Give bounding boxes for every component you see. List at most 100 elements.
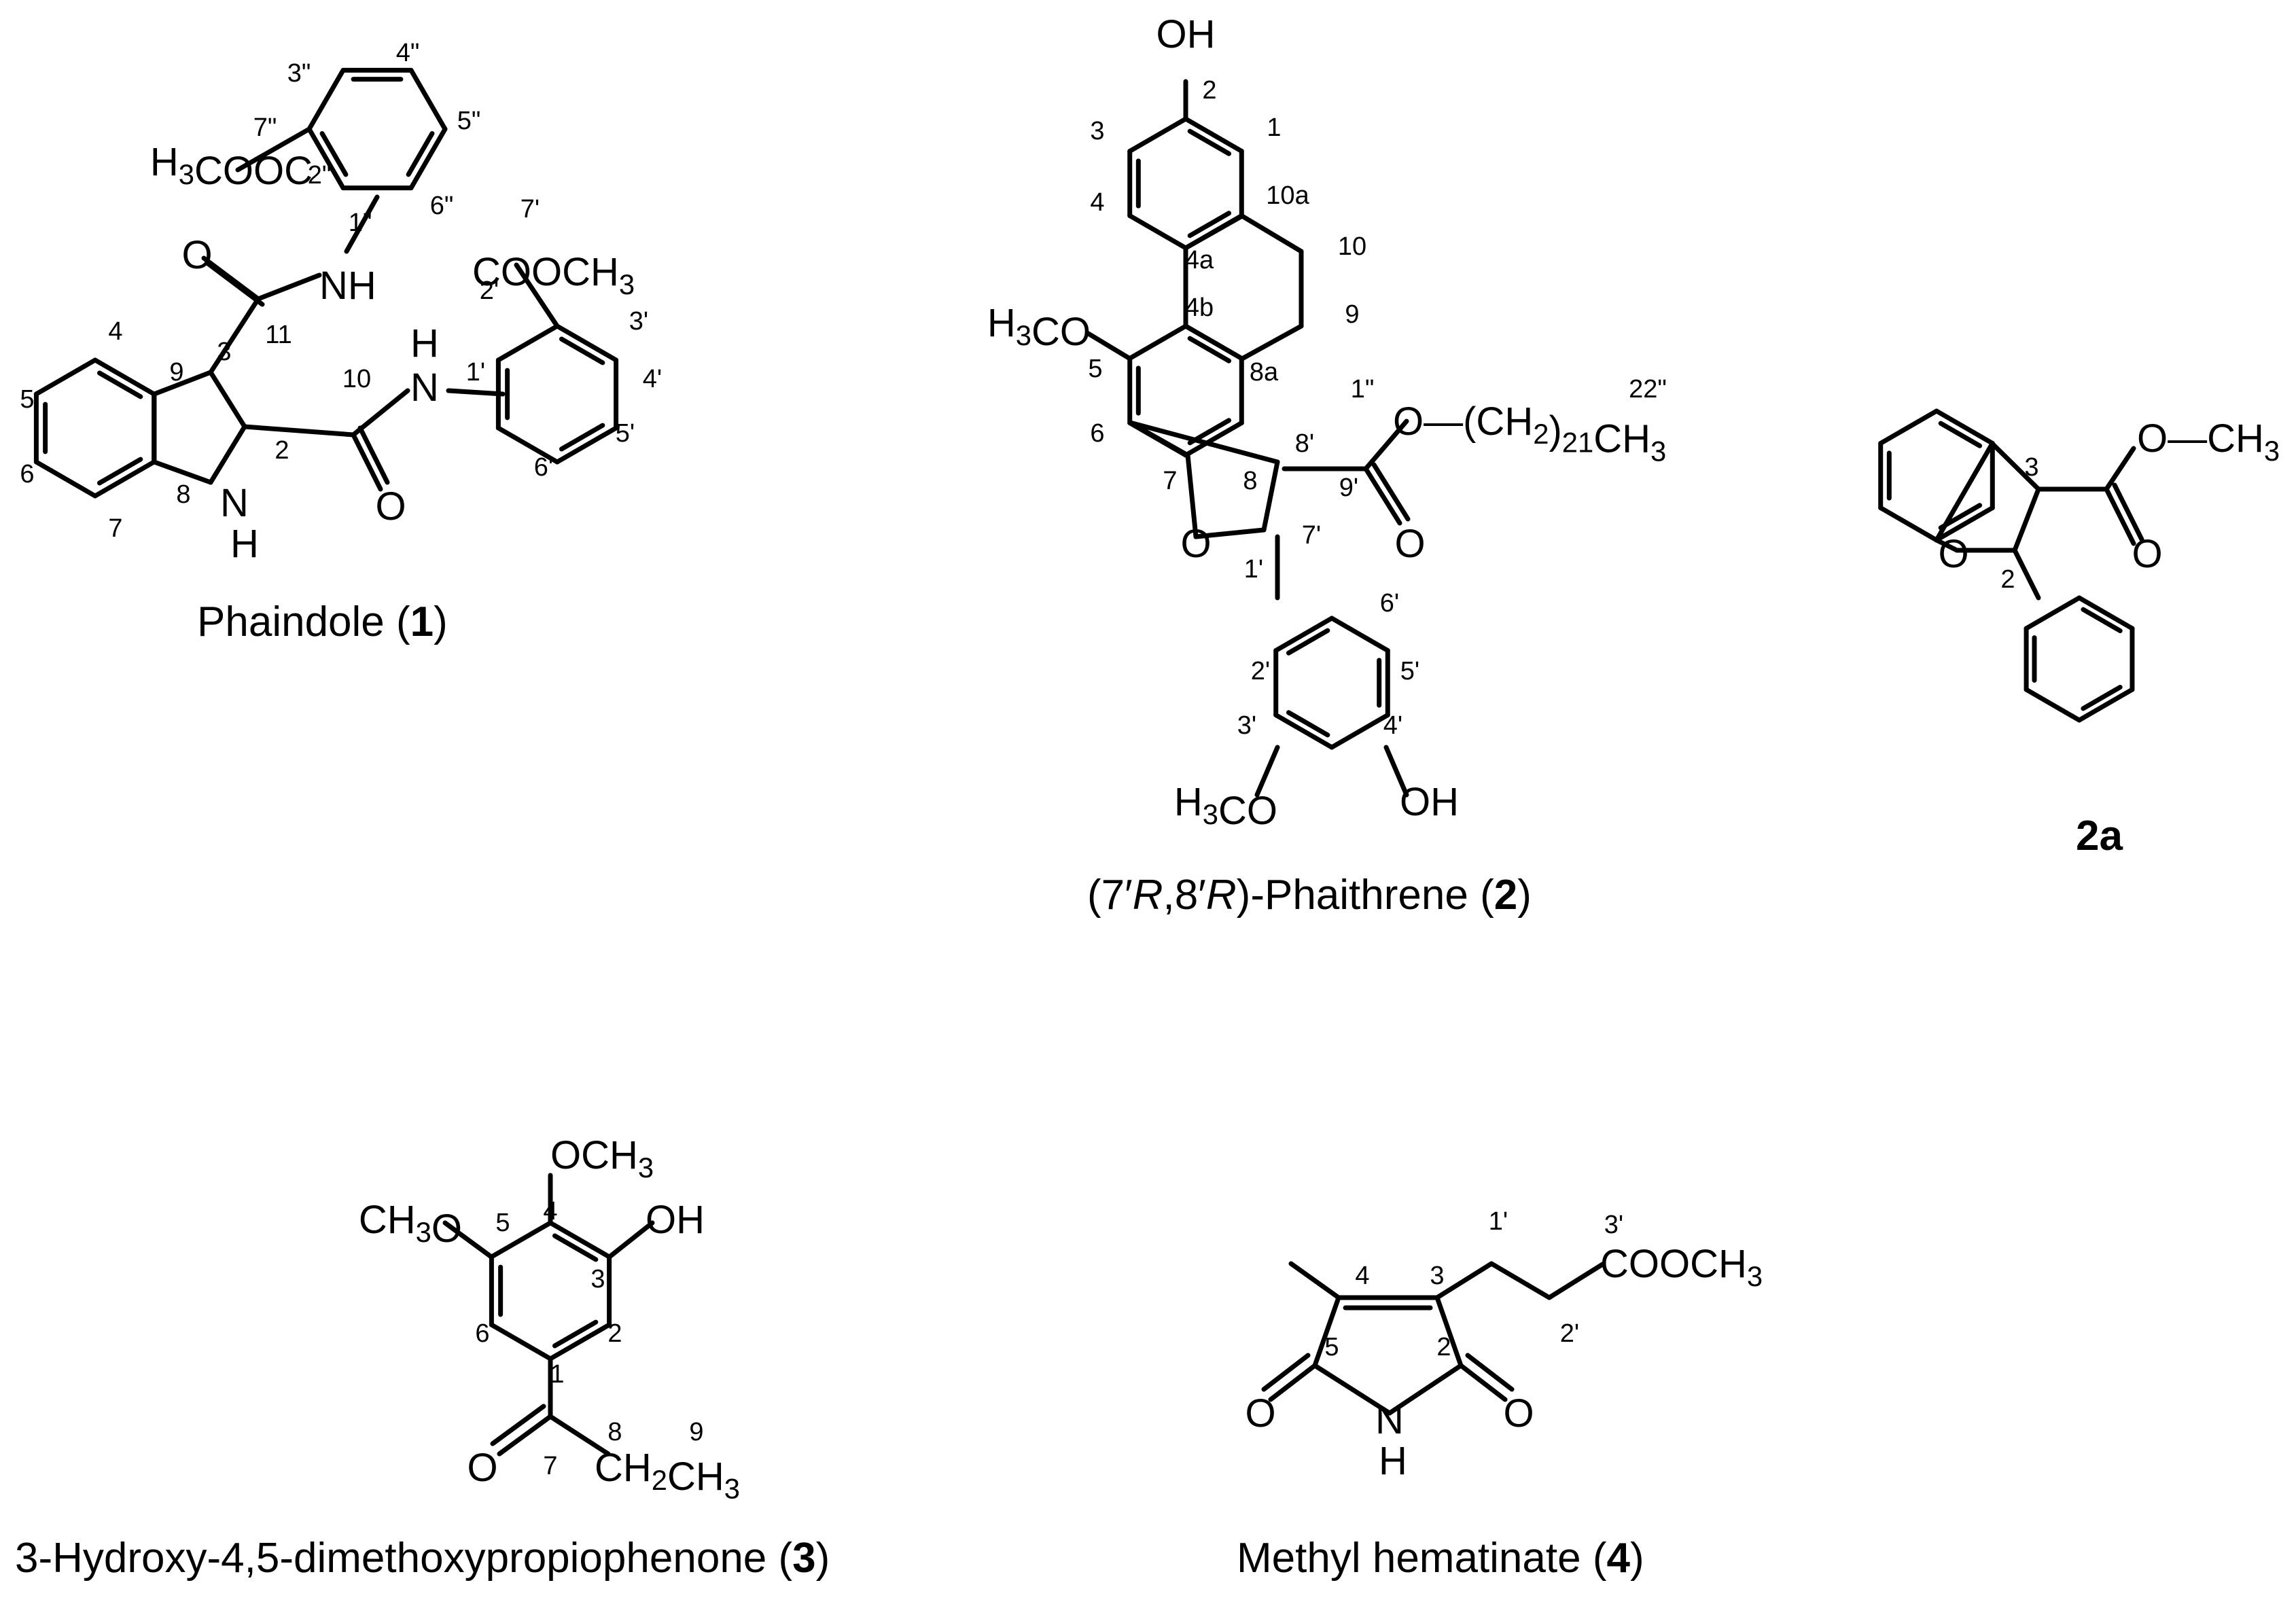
compound-2a-ring-o-label: O xyxy=(1938,532,1968,576)
compound-2a-furan-ring xyxy=(1990,441,2041,492)
compound-2a-ester-label-subscript: 3 xyxy=(2264,435,2280,467)
phaindole-carbonyl-o-upper-part: O xyxy=(181,233,212,277)
compound-2a-phenyl-ring-double xyxy=(2081,607,2123,634)
phaithrene-atom-number: 7' xyxy=(1302,521,1321,550)
compound-3-och3-top-label: OCH3 xyxy=(550,1133,654,1183)
compound-3-c7-o-double xyxy=(490,1404,546,1446)
compound-4-atom-number: 1' xyxy=(1489,1207,1508,1236)
phaithrene-atom-number: 1" xyxy=(1351,375,1375,404)
phaindole-aryl-dprime-ring xyxy=(306,126,346,191)
phaithrene-ring-c xyxy=(1183,421,1244,458)
compound-3-atom-number: 6 xyxy=(475,1319,489,1348)
phaindole-atom-number: 4" xyxy=(396,39,420,67)
phaithrene-ring-b xyxy=(1239,213,1304,254)
compound-2a-phenyl-ring xyxy=(2077,687,2135,723)
compound-4-pyrrole-ring xyxy=(1312,1295,1341,1368)
phaithrene-aryl-ring xyxy=(1273,616,1335,653)
phaithrene-ester-chain-label-subscript: 21 xyxy=(1562,427,1593,459)
phaithrene-atom-number: 8a xyxy=(1250,358,1279,387)
compound-4-c2p-c3p-bond xyxy=(1547,1261,1606,1300)
compound-4-methyl-bond xyxy=(1288,1261,1341,1300)
phaindole-aryl-prime-ring xyxy=(554,425,619,465)
phaindole-benzo-ring xyxy=(92,357,157,397)
compound-3-c3-oh-bond xyxy=(607,1220,655,1260)
phaithrene-furan-ring xyxy=(1127,420,1190,458)
compound-3-atom-number: 5 xyxy=(495,1209,510,1237)
compound-3-ketone-o-label: O xyxy=(467,1446,497,1490)
phaithrene-ring-c xyxy=(1127,323,1188,361)
compound-4-pyrrole-ring xyxy=(1434,1295,1464,1368)
phaindole-atom-number: 9 xyxy=(169,358,183,387)
phaithrene-atom-number: 5 xyxy=(1088,355,1102,383)
phaithrene-methoxy-bottom-label: H3CO xyxy=(1174,780,1277,833)
phaithrene-ring-a-double xyxy=(1187,128,1232,156)
phaindole-aryl-prime-ring-double xyxy=(559,423,605,452)
phaindole-ester-top-label-subscript: 3 xyxy=(179,158,194,190)
compound-4-n-label-part: N xyxy=(1375,1398,1404,1442)
phaithrene-ester-chain-label-subscript: 3 xyxy=(1650,435,1666,467)
compound-4-ester-label-subscript: 3 xyxy=(1747,1260,1763,1292)
phaindole-aryl-dprime-ring xyxy=(408,126,448,191)
phaindole-c10-o-double xyxy=(357,425,390,485)
phaithrene-methoxy-left-label-subscript: 3 xyxy=(1016,319,1031,351)
phaindole-benzo-ring xyxy=(92,459,157,499)
compound-4-atom-number: 5 xyxy=(1324,1333,1339,1361)
phaindole-indole-h-label-part: H xyxy=(230,522,259,566)
phaithrene-furan-ring xyxy=(1261,459,1280,533)
phaithrene-methoxy-left-label-part: H xyxy=(987,301,1016,345)
compound-2a-atom-number: 2 xyxy=(2000,565,2015,594)
compound-2a-c-o-double xyxy=(2112,482,2144,542)
compound-4-n-label: N xyxy=(1375,1398,1404,1442)
compound-3-ch3o-left-label-part: CH xyxy=(359,1198,416,1242)
phaindole-benzo-ring xyxy=(33,357,98,397)
phaithrene-atom-number: 6 xyxy=(1090,419,1104,448)
phaithrene-ester-chain-label-part: CH xyxy=(1593,417,1650,461)
compound-3-atom-number: 4 xyxy=(543,1197,557,1226)
compound-2a-benzo-ring xyxy=(1934,408,1995,446)
compound-2a-ring-o-label-part: O xyxy=(1938,532,1968,576)
phaithrene-atom-number: 2 xyxy=(1202,76,1216,105)
caption-3-number: 3 xyxy=(792,1535,816,1582)
phaithrene-c3p-o-bond xyxy=(1254,745,1280,798)
phaithrene-aryl-ring-double xyxy=(1286,628,1330,656)
phaindole-atom-number: 3 xyxy=(217,338,231,366)
phaithrene-ring-c xyxy=(1183,323,1244,361)
compound-3-chain-label-part: CH xyxy=(595,1446,652,1490)
compound-2a-benzo-ring xyxy=(1878,505,1939,543)
phaindole-n-aryl-bond xyxy=(446,388,506,397)
phaithrene-oh-bottom-label-part: OH xyxy=(1400,780,1459,824)
phaindole-pyrrole-ring xyxy=(208,424,247,485)
caption-2-name: )-Phaithrene ( xyxy=(1236,872,1494,919)
compound-3-ch3o-left-label: CH3O xyxy=(359,1198,462,1251)
compound-3-aryl-ring xyxy=(548,1220,612,1260)
phaindole-ester-right-label-part: COOCH xyxy=(472,250,619,294)
compound-4-o-right-label: O xyxy=(1503,1391,1534,1436)
phaithrene-ring-c-double xyxy=(1187,336,1232,363)
compound-2a-furan-ring xyxy=(2012,486,2041,553)
phaithrene-atom-number: 4 xyxy=(1090,188,1104,217)
phaithrene-c9p-o-bond xyxy=(1363,466,1402,526)
phaithrene-ring-o-label-part: O xyxy=(1180,522,1211,566)
phaindole-atom-number: 6 xyxy=(20,460,34,488)
caption-3-name: 3-Hydroxy-4,5-dimethoxypropiophenone ( xyxy=(15,1535,793,1582)
phaindole-amide-n-label: N xyxy=(410,366,439,410)
phaindole-c11-n-bond xyxy=(255,272,322,302)
phaithrene-furan-ring xyxy=(1127,420,1280,465)
compound-4-atom-number: 3' xyxy=(1604,1211,1623,1239)
phaindole-atom-number: 7 xyxy=(108,514,122,543)
compound-4-pyrrole-ring xyxy=(1312,1363,1392,1416)
phaindole-aryl-dprime-ring xyxy=(408,67,448,132)
compound-2a-ester-label: O—CH3 xyxy=(2137,416,2280,467)
compound-3-aryl-ring xyxy=(489,1220,553,1260)
phaithrene-ring-b xyxy=(1239,323,1304,361)
compound-4-c1p-c2p-bond xyxy=(1489,1261,1552,1300)
phaindole-pyrrole-ring xyxy=(152,370,213,397)
caption-compound-4: Methyl hematinate (4) xyxy=(1237,1534,1644,1582)
caption-compound-2: (7′R,8′R)-Phaithrene (2) xyxy=(1087,871,1532,919)
compound-3-och3-top-label-subscript: 3 xyxy=(638,1152,654,1183)
caption-2-mid: ,8′ xyxy=(1163,872,1206,919)
phaindole-indole-n-label: N xyxy=(220,481,249,525)
phaindole-c3-c11-bond xyxy=(208,296,261,375)
phaindole-ester-top-label-part: H xyxy=(150,140,179,184)
compound-2a-c-o-bond xyxy=(2104,486,2136,546)
